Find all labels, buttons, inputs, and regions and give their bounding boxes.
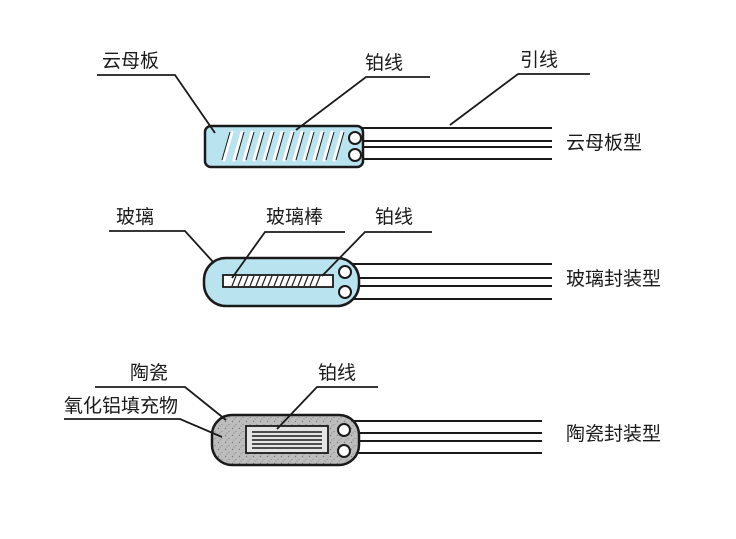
mica-coil-outline (221, 131, 345, 161)
glass-platinum-coil (231, 275, 321, 287)
label-ceramic-platinum-wire: 铂线 (318, 362, 357, 384)
ceramic-type-sensor (64, 386, 542, 467)
label-glass-platinum-wire: 铂线 (375, 206, 414, 228)
label-mica-platinum-wire: 铂线 (365, 52, 404, 74)
glass-junction-top (338, 265, 352, 279)
mica-type-sensor (97, 73, 590, 169)
mica-junction-bottom (348, 148, 362, 162)
label-glass: 玻璃 (116, 206, 155, 228)
label-lead-wire: 引线 (520, 49, 559, 71)
mica-junction-top (348, 131, 362, 145)
mica-platinum-coil (222, 130, 344, 162)
glass-leader-lines (109, 230, 432, 279)
glass-junction-bottom (338, 285, 352, 299)
label-ceramic-type: 陶瓷封装型 (566, 423, 662, 445)
ceramic-platinum-coil (252, 431, 322, 449)
label-glass-type: 玻璃封装型 (566, 268, 662, 290)
mica-lead-wires (362, 127, 552, 160)
glass-type-sensor (109, 230, 552, 308)
ceramic-junction-bottom (337, 444, 351, 458)
label-mica-type: 云母板型 (566, 132, 643, 154)
glass-lead-wires (350, 263, 552, 300)
mica-leader-lines (97, 73, 590, 134)
label-ceramic: 陶瓷 (130, 362, 169, 384)
ceramic-junction-top (337, 423, 351, 437)
label-alumina-filler: 氧化铝填充物 (64, 395, 179, 417)
label-mica-plate: 云母板 (102, 50, 160, 72)
ceramic-leader-lines (64, 386, 378, 438)
label-glass-rod: 玻璃棒 (266, 206, 324, 228)
ceramic-lead-wires (350, 420, 542, 454)
